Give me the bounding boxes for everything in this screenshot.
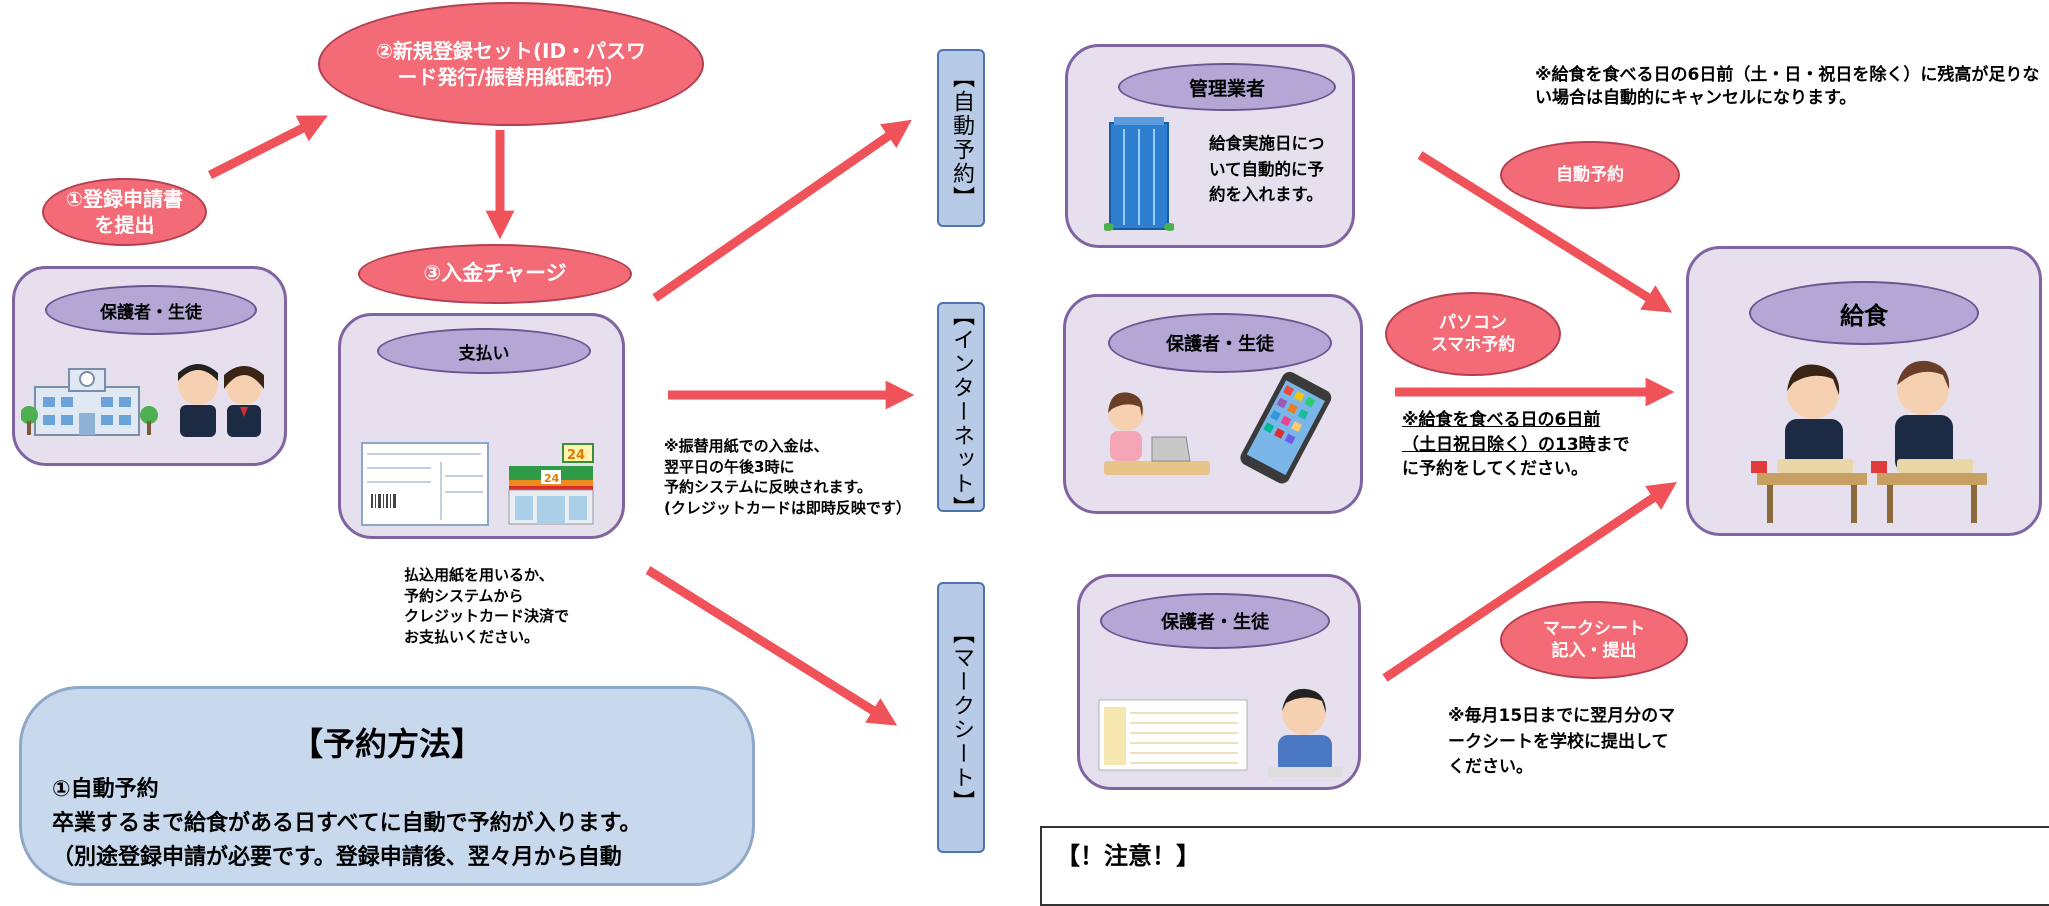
tab-internet: 【インターネット】 (937, 302, 985, 520)
marksheet-arrow-label: マークシート 記入・提出 (1500, 601, 1688, 679)
guardian-panel: 保護者・生徒 (12, 266, 287, 466)
marksheet-note: ※毎月15日までに翌月分のマークシートを学校に提出してください。 (1448, 706, 1676, 777)
caution-title: 【！注意！】 (1056, 842, 1200, 870)
smartphone-icon (1240, 371, 1332, 484)
step3-bubble: ③入金チャージ (358, 244, 632, 304)
internet-note: ※給食を食べる日の6日前（土日祝日除く）の13時までに予約をしてください。 (1402, 410, 1630, 480)
marksheet-panel: 保護者・生徒 (1077, 574, 1361, 790)
tab-marksheet: 【マークシート】 (937, 582, 985, 853)
internet-panel: 保護者・生徒 (1063, 294, 1363, 514)
students-eating-icon (1751, 360, 1987, 523)
flow-arrows (207, 115, 1677, 726)
convenience-store-icon: 24 24 (508, 443, 594, 525)
arrow-auto-to-meal (1417, 151, 1673, 313)
payment-label: 支払い (377, 328, 591, 374)
auto-panel-text: 給食実施日について自動的に予約を入れます。 (1209, 134, 1325, 205)
student-writing-icon (1268, 688, 1342, 777)
arrow-step1-to-step2 (207, 115, 328, 180)
school-icon (21, 368, 158, 436)
students-icon (178, 364, 264, 437)
arrow-marksheet-to-meal (1382, 481, 1677, 682)
transfer-form-icon (361, 442, 489, 526)
svg-text:24: 24 (544, 472, 560, 485)
methods-item1-head: ①自動予約 (52, 777, 159, 802)
payment-note: 払込用紙を用いるか、 予約システムから クレジットカード決済で お支払いください… (404, 566, 570, 647)
payment-panel: 支払い 24 24 (338, 313, 625, 539)
caution-box: 【！注意！】 (1040, 826, 2049, 906)
tab-auto: 【自動予約】 (937, 49, 985, 227)
auto-panel: 管理業者 給食実施日について自動的に予約を入れます。 (1065, 44, 1355, 248)
auto-panel-title: 管理業者 (1118, 63, 1336, 111)
svg-text:24: 24 (567, 448, 585, 463)
internet-arrow-label: パソコン スマホ予約 (1385, 292, 1561, 376)
auto-top-note: ※給食を食べる日の6日前（土・日・祝日を除く）に残高が足りない場合は自動的にキャ… (1535, 65, 2040, 109)
guardian-label: 保護者・生徒 (45, 285, 257, 335)
marksheet-icon (1098, 699, 1248, 771)
marksheet-panel-title: 保護者・生徒 (1100, 593, 1330, 649)
auto-arrow-label: 自動予約 (1500, 141, 1680, 209)
person-laptop-icon (1104, 392, 1210, 475)
methods-item1-line2: （別途登録申請が必要です。登録申請後、翌々月から自動 (52, 845, 622, 870)
arrow-to-auto (652, 119, 912, 302)
arrow-to-marksheet (645, 566, 898, 726)
building-icon (1104, 117, 1174, 231)
transfer-note: ※振替用紙での入金は、 翌平日の午後3時に 予約システムに反映されます。 (クレ… (664, 437, 911, 518)
meal-title: 給食 (1749, 281, 1979, 345)
step1-bubble: ①登録申請書を提出 (42, 178, 207, 246)
methods-title: 【予約方法】 (290, 725, 483, 763)
internet-panel-title: 保護者・生徒 (1108, 313, 1332, 373)
meal-panel: 給食 (1686, 246, 2042, 536)
methods-box: 【予約方法】 ①自動予約 卒業するまで給食がある日すべてに自動で予約が入ります。… (19, 686, 755, 886)
methods-item1-line1: 卒業するまで給食がある日すべてに自動で予約が入ります。 (52, 811, 642, 836)
step2-bubble: ②新規登録セット(ID・パスワード発行/振替用紙配布） (318, 2, 704, 126)
